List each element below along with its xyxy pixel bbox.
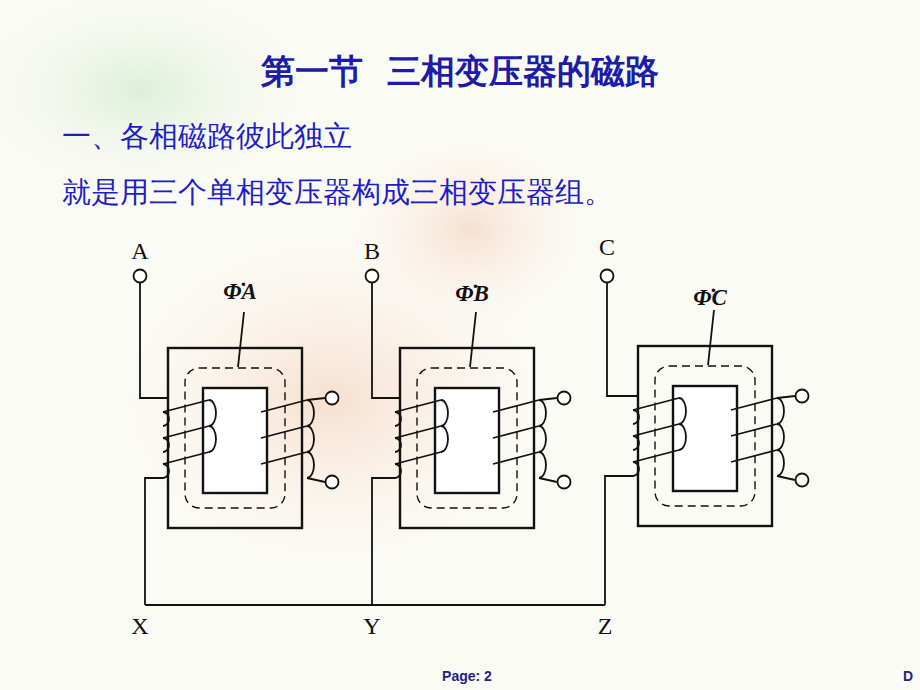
winding-turn (395, 400, 441, 412)
winding-turn (261, 426, 307, 438)
winding-turn (395, 412, 401, 426)
winding-turn (395, 426, 441, 438)
winding-turn (395, 438, 401, 452)
core-window (435, 388, 499, 493)
flux-label: Φ̇C (693, 285, 727, 311)
slide-title: 第一节 三相变压器的磁路 (261, 52, 659, 91)
winding-turn (679, 424, 686, 450)
terminal-label: C (599, 234, 615, 262)
flux-path (417, 368, 517, 508)
primary-lead (605, 476, 633, 605)
winding-turn (731, 450, 777, 462)
page-number: Page: 2 (442, 668, 492, 684)
primary-lead (372, 478, 395, 605)
winding-turn (307, 452, 314, 478)
terminal (558, 476, 571, 489)
terminal (796, 474, 809, 487)
winding-turn (633, 410, 639, 424)
winding-turn (539, 400, 546, 426)
flux-label: Φ̇B (455, 281, 489, 307)
neutral-connection (145, 604, 605, 606)
primary-lead (372, 283, 399, 398)
primary-lead (607, 283, 637, 396)
winding-turn (261, 452, 307, 464)
winding-turn (777, 424, 784, 450)
winding-turn (493, 400, 539, 412)
terminal-label: X (131, 613, 148, 641)
terminal-label: B (364, 238, 380, 266)
terminal (601, 270, 614, 283)
body-text: 就是用三个单相变压器构成三相变压器组。 (62, 176, 613, 209)
winding-turn (209, 426, 216, 452)
terminal (558, 392, 571, 405)
terminal (326, 476, 339, 489)
core-outer (168, 348, 302, 528)
winding-turn (633, 450, 679, 462)
winding-turn (539, 452, 546, 478)
winding-turn (633, 424, 679, 436)
page-footer: D (903, 668, 913, 684)
core-window (203, 388, 267, 493)
flux-path (655, 366, 755, 506)
secondary-lead (307, 398, 325, 400)
flux-label: Φ̇A (223, 279, 257, 305)
winding-turn (493, 426, 539, 438)
core-outer (400, 348, 534, 528)
secondary-lead (539, 398, 557, 400)
terminal (796, 390, 809, 403)
leader-line (708, 310, 714, 365)
winding-turn (539, 426, 546, 452)
single-phase-transformer (366, 270, 571, 606)
terminal-label: A (131, 238, 148, 266)
winding-turn (163, 426, 209, 438)
winding-turn (163, 464, 169, 478)
winding-turn (209, 400, 216, 426)
winding-turn (163, 452, 209, 464)
terminal-label: Y (363, 613, 380, 641)
flux-path (185, 368, 285, 508)
winding-turn (395, 452, 441, 464)
winding-turn (633, 436, 639, 450)
winding-turn (777, 398, 784, 424)
terminal (326, 392, 339, 405)
winding-turn (163, 438, 169, 452)
leader-line (470, 312, 476, 367)
terminal (366, 270, 379, 283)
single-phase-transformer (601, 270, 809, 606)
winding-turn (777, 450, 784, 476)
terminal-label: Z (598, 613, 613, 641)
winding-turn (307, 426, 314, 452)
secondary-lead (777, 396, 795, 398)
winding-turn (307, 400, 314, 426)
secondary-lead (307, 478, 325, 482)
secondary-lead (539, 478, 557, 482)
terminal (134, 270, 147, 283)
winding-turn (163, 400, 209, 412)
single-phase-transformer (134, 270, 339, 606)
core-window (673, 386, 737, 491)
winding-turn (261, 400, 307, 412)
winding-turn (441, 426, 448, 452)
core-outer (638, 346, 772, 526)
winding-turn (163, 412, 169, 426)
leader-line (238, 312, 244, 367)
winding-turn (633, 398, 679, 410)
primary-lead (145, 478, 163, 605)
secondary-lead (777, 476, 795, 480)
winding-turn (679, 398, 686, 424)
winding-turn (395, 464, 401, 478)
winding-turn (493, 452, 539, 464)
winding-turn (731, 424, 777, 436)
winding-turn (441, 400, 448, 426)
winding-turn (633, 462, 639, 476)
heading: 一、各相磁路彼此独立 (62, 120, 352, 153)
winding-turn (731, 398, 777, 410)
primary-lead (140, 283, 167, 398)
